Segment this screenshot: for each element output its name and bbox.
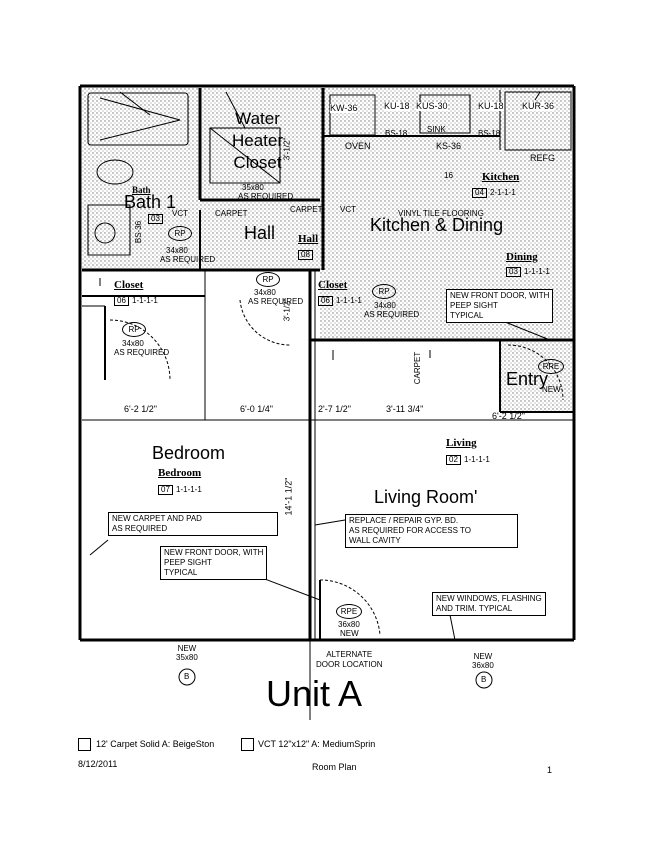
hall-room-label: Hall (244, 223, 276, 243)
hall-door-size: 34x80 (254, 288, 276, 297)
alternate-door-label: ALTERNATE DOOR LOCATION (316, 650, 383, 669)
bs18-label-b: BS-18 (478, 129, 501, 138)
ku18-label-a: KU-18 (384, 101, 410, 111)
living-door-size: 36x80 (338, 620, 360, 629)
dim-hall: 3'-1/2" (282, 298, 292, 322)
walls (78, 84, 576, 720)
sink-label: SINK (427, 125, 446, 134)
dim-living-mid: 3'-11 3/4" (386, 404, 424, 414)
section-marker-right (475, 671, 493, 689)
closet2-tag-title: Closet (318, 279, 348, 291)
hall-tag-number: 08 (298, 250, 313, 260)
living-tag-title: Living (446, 437, 477, 449)
closet1-door-required: AS REQUIRED (114, 348, 170, 357)
living-room-label: Living Room' (374, 487, 478, 507)
hall-tag-title: Hall (298, 233, 319, 245)
bath-rp-oval: RP (168, 226, 192, 241)
legend-vct-swatch (241, 738, 254, 751)
oven-label: OVEN (345, 141, 371, 151)
kitchen-tag-code: 2-1-1-1 (490, 188, 516, 197)
bath-room-label: Bath 1 (124, 192, 177, 212)
bath-door-size: 34x80 (166, 246, 188, 255)
dim-living-right: 6'-2 1/2" (492, 411, 525, 421)
legend-carpet-swatch (78, 738, 91, 751)
living-carpet-label: CARPET (413, 351, 423, 385)
dining-tag-code: 1-1-1-1 (524, 267, 550, 276)
legend-vct-label: VCT 12"x12" A: MediumSprin (258, 739, 376, 749)
entry-rpe-oval: RPE (538, 359, 564, 374)
bedroom-tag-title: Bedroom (158, 467, 202, 479)
footer-date: 8/12/2011 (78, 759, 118, 769)
bath-vct-label: VCT (172, 209, 188, 218)
note-front-door-bottom: NEW FRONT DOOR, WITH PEEP SIGHT TYPICAL (160, 546, 268, 580)
bedroom-tag-number: 07 (158, 485, 173, 495)
closet1-tag-title: Closet (114, 279, 144, 291)
ks36-label: KS-36 (436, 141, 462, 151)
water-heater-door-required: AS REQUIRED (238, 192, 294, 201)
bath-tag-number: 03 (148, 214, 163, 224)
closet2-door-size: 34x80 (374, 301, 396, 310)
bath-tag-title: Bath (132, 185, 151, 195)
section-right-label: NEW 36x80 (472, 652, 494, 670)
vct-shading-entry (500, 340, 572, 412)
footer-title: Room Plan (312, 762, 357, 772)
closet2-tag-number: 06 (318, 296, 333, 306)
kw36-label: KW-36 (330, 103, 358, 113)
hall-rp-oval: RP (256, 272, 280, 287)
ku18-label-b: KU-18 (478, 101, 504, 111)
kus30-label: KUS-30 (416, 101, 448, 111)
entry-new-label: NEW (542, 385, 561, 394)
section-marker-left (178, 668, 196, 686)
bath-door-required: AS REQUIRED (160, 255, 216, 264)
kur36-label: KUR-36 (522, 101, 555, 111)
dim-bedroom-height: 14'-1 1/2" (283, 477, 294, 516)
dim-bedroom-left: 6'-2 1/2" (124, 404, 157, 414)
bs18-label-a: BS-18 (385, 129, 408, 138)
living-tag-number: 02 (446, 455, 461, 465)
living-tag-code: 1-1-1-1 (464, 455, 490, 464)
hall-door-required: AS REQUIRED (248, 297, 304, 306)
kitchen-vct-label: VCT (340, 205, 356, 214)
kitchen-area-number: 16 (444, 171, 453, 180)
note-new-windows: NEW WINDOWS, FLASHING AND TRIM. TYPICAL (432, 592, 546, 616)
kitchen-tag-number: 04 (472, 188, 487, 198)
bedroom-room-label: Bedroom (152, 443, 226, 463)
kitchen-dining-room-label: Kitchen & Dining (370, 215, 504, 235)
unit-title: Unit A (266, 673, 363, 714)
entry-room-label: Entry (506, 369, 549, 389)
dining-tag-title: Dining (506, 251, 538, 263)
kitchen-tag-title: Kitchen (482, 171, 520, 183)
water-heater-closet-label: Water Heater Closet (232, 109, 284, 172)
water-heater-door-size: 35x80 (242, 183, 264, 192)
section-left-label: NEW 35x80 (176, 644, 198, 662)
dim-water-heater: 3'-1/2" (282, 137, 292, 161)
living-door-new: NEW (340, 629, 359, 638)
closet2-door-required: AS REQUIRED (364, 310, 420, 319)
section-left-letter: B (184, 672, 190, 681)
vinyl-flooring-label: VINYL TILE FLOORING (398, 209, 484, 218)
refg-label: REFG (530, 153, 556, 163)
section-right-letter: B (481, 675, 487, 684)
closet1-tag-number: 06 (114, 296, 129, 306)
closet2-rp-oval: RP (372, 284, 396, 299)
note-carpet-pad: NEW CARPET AND PAD AS REQUIRED (108, 512, 278, 536)
closet1-tag-code: 1-1-1-1 (132, 296, 158, 305)
dim-bedroom-right: 6'-0 1/4" (240, 404, 273, 414)
hall-carpet-label: CARPET (215, 209, 248, 218)
legend-carpet-label: 12' Carpet Solid A: BeigeSton (96, 739, 215, 749)
hall-carpet-label-2: CARPET (290, 205, 323, 214)
footer-page-number: 1 (547, 765, 553, 775)
living-rpe-oval: RPE (336, 604, 362, 619)
dining-tag-number: 03 (506, 267, 521, 277)
note-front-door-top: NEW FRONT DOOR, WITH PEEP SIGHT TYPICAL (446, 289, 554, 323)
dim-living-left: 2'-7 1/2" (318, 404, 351, 414)
vct-shading-top (82, 88, 572, 270)
bs36-label: BS-36 (134, 220, 144, 244)
closet2-tag-code: 1-1-1-1 (336, 296, 362, 305)
closet1-rp-oval: RP (122, 322, 146, 337)
note-gyp-board: REPLACE / REPAIR GYP. BD. AS REQUIRED FO… (345, 514, 518, 548)
bedroom-tag-code: 1-1-1-1 (176, 485, 202, 494)
closet1-door-size: 34x80 (122, 339, 144, 348)
